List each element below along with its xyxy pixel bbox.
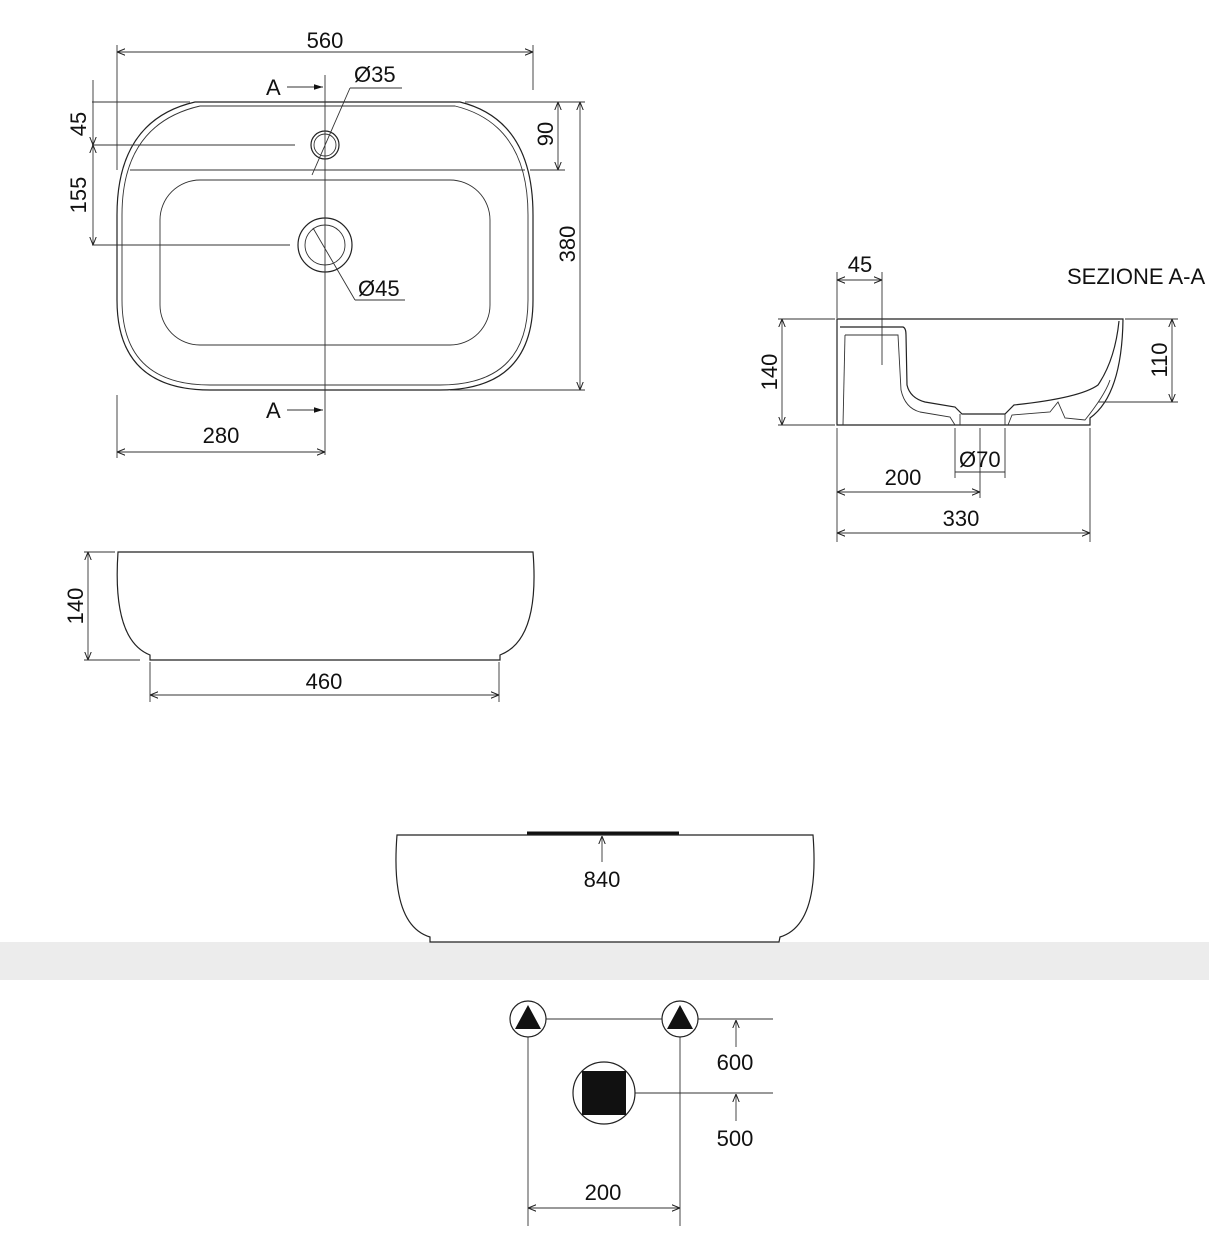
dim-tap-offset-label: 45 <box>66 112 91 136</box>
tap-hole-label: Ø35 <box>354 62 396 87</box>
waste-outlet-icon <box>572 1061 636 1125</box>
dim-drain-offset-label: 155 <box>66 177 91 214</box>
installation-view: 840 <box>0 831 1209 980</box>
dim-drain-offset-label: 200 <box>885 465 922 490</box>
dim-deck-label: 90 <box>533 122 558 146</box>
installed-basin-outline <box>395 834 815 943</box>
dim-base-label: 460 <box>306 669 343 694</box>
dim-depth-label: 330 <box>943 506 980 531</box>
height-label: 840 <box>584 867 621 892</box>
dim-depth-label: 380 <box>555 226 580 263</box>
drain-leader <box>312 227 356 301</box>
section-view: SEZIONE A-A 45 140 110 Ø70 200 330 <box>757 252 1205 542</box>
dim-spacing-label: 200 <box>585 1180 622 1205</box>
supply-right-icon <box>661 1000 699 1038</box>
basin-outline-inner <box>121 105 529 386</box>
section-outer <box>836 318 1124 426</box>
front-view: 140 460 <box>63 551 535 702</box>
section-marker-top: A <box>266 75 281 100</box>
dim-center-label: 280 <box>203 423 240 448</box>
countertop-band <box>0 942 1209 980</box>
section-inner <box>840 320 1120 415</box>
basin-outline <box>116 101 534 391</box>
dim-height-label: 140 <box>63 588 88 625</box>
dim-tap-offset-label: 45 <box>848 252 872 277</box>
top-view: 560 45 155 90 380 280 A A Ø35 Ø45 <box>66 28 585 458</box>
connections-view: 600 500 200 <box>509 1000 773 1226</box>
waste-height-label: 500 <box>717 1126 754 1151</box>
dim-height-label: 140 <box>757 354 782 391</box>
supply-height-label: 600 <box>717 1050 754 1075</box>
supply-left-icon <box>509 1000 547 1038</box>
front-outline <box>116 551 535 661</box>
drain-label: Ø70 <box>959 447 1001 472</box>
dim-inner-depth-label: 110 <box>1147 342 1172 377</box>
dim-width-label: 560 <box>307 28 344 53</box>
tap-leader <box>311 87 351 176</box>
section-wall <box>845 334 1111 426</box>
section-wall <box>842 334 846 426</box>
section-marker-bottom: A <box>266 398 281 423</box>
section-title: SEZIONE A-A <box>1067 264 1205 289</box>
drain-label: Ø45 <box>358 276 400 301</box>
